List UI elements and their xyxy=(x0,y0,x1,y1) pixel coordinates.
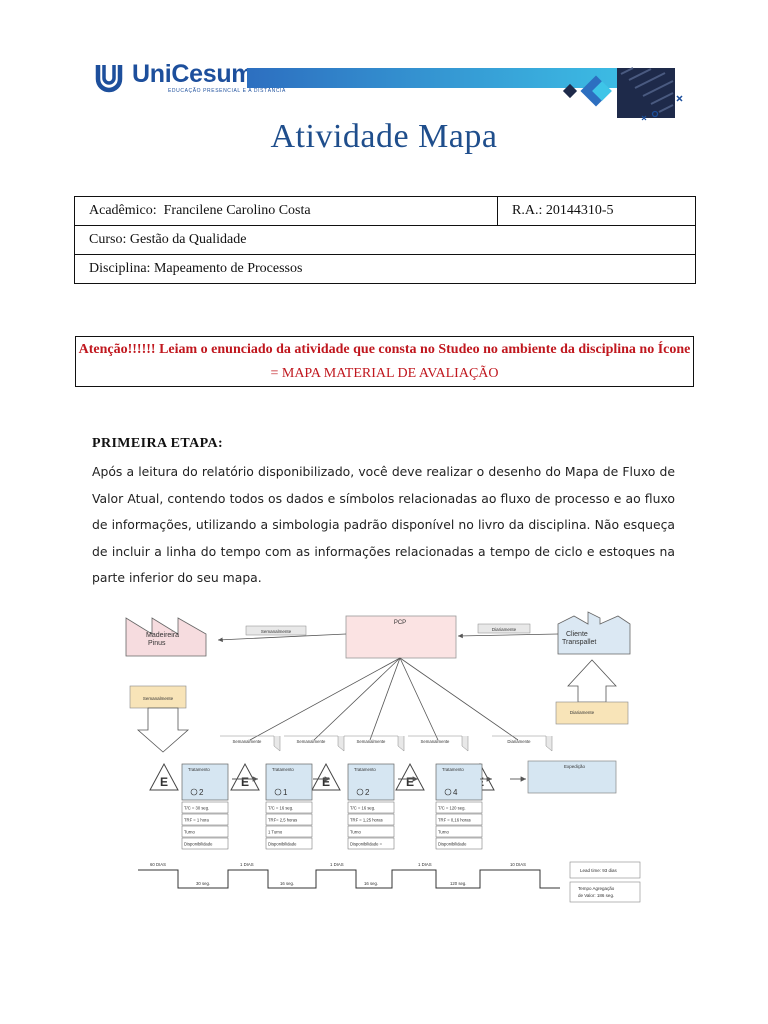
process-name: Tratamento xyxy=(442,767,464,772)
body-paragraph: Após a leitura do relatório disponibiliz… xyxy=(92,459,675,592)
operator-count: 2 xyxy=(365,788,370,797)
value-added-box xyxy=(570,882,640,902)
data-box-text: TRF = 1,25 horas xyxy=(350,818,383,823)
schedule-tag-label: Semanalmente xyxy=(357,739,387,744)
timeline-seconds: 16 seg. xyxy=(364,881,378,886)
academico-label: Acadêmico: xyxy=(89,203,157,218)
schedule-tags: Semanalmente Semanalmente Semanalmente Sema… xyxy=(220,736,552,751)
info-supplier-label: Semanalmente xyxy=(261,629,292,634)
data-box-text: Turno xyxy=(350,830,361,835)
data-box-text: Disponibilidade xyxy=(438,842,467,847)
data-box-text: Turno xyxy=(184,830,195,835)
value-added-label: Tempo Agregação xyxy=(578,886,615,891)
data-box-text: 1 Turno xyxy=(268,830,283,835)
shipping-label: Expedição xyxy=(564,764,586,769)
lead-time-label: Lead time: 93 dias xyxy=(580,868,618,873)
value-added-label-2: de Valor: 186 seg. xyxy=(578,893,614,898)
table-row: Acadêmico: Francilene Carolino Costa R.A… xyxy=(75,197,696,226)
operator-count: 1 xyxy=(283,788,288,797)
page-title: Atividade Mapa xyxy=(0,118,768,156)
attention-bold-text: Atenção!!!!!! Leiam o enunciado da ativi… xyxy=(79,342,691,357)
inventory-label: E xyxy=(322,775,330,789)
student-info-table: Acadêmico: Francilene Carolino Costa R.A… xyxy=(74,196,696,284)
timeline-days: 1 DIAS xyxy=(240,862,254,867)
schedule-tag-label: Semanalmente xyxy=(233,739,263,744)
attention-normal-text: = MAPA MATERIAL DE AVALIAÇÃO xyxy=(270,366,498,381)
table-row: Disciplina: Mapeamento de Processos xyxy=(75,255,696,284)
attention-notice: Atenção!!!!!! Leiam o enunciado da ativi… xyxy=(75,336,694,387)
supplier-label-2: Pinus xyxy=(148,640,166,647)
data-box-text: Disponibilidade xyxy=(268,842,297,847)
timeline-seconds: 16 seg. xyxy=(280,881,294,886)
curso-value: Gestão da Qualidade xyxy=(130,232,247,247)
process-name: Tratamento xyxy=(354,767,376,772)
data-box-text: T/C = 30 seg. xyxy=(184,806,209,811)
timeline-seconds: 30 seg. xyxy=(196,881,210,886)
academico-value: Francilene Carolino Costa xyxy=(164,203,311,218)
ra-cell: R.A.: 20144310-5 xyxy=(498,197,696,226)
section-title: PRIMEIRA ETAPA: xyxy=(92,436,223,452)
customer-factory-icon: Cliente Transpallet xyxy=(558,612,630,654)
supplier-label: Madeireira xyxy=(146,632,179,639)
ra-value: 20144310-5 xyxy=(546,203,614,218)
timeline-labels: 60 DIAS 1 DIAS 1 DIAS 1 DIAS 10 DIAS 30 seg. 1… xyxy=(150,862,526,886)
disciplina-label: Disciplina: xyxy=(89,261,150,276)
ra-label: R.A.: xyxy=(512,203,542,218)
schedule-tag-label: Semanalmente xyxy=(297,739,327,744)
academico-cell: Acadêmico: Francilene Carolino Costa xyxy=(75,197,498,226)
supplier-factory-icon: Madeireira Pinus xyxy=(126,618,206,656)
down-arrow-icon xyxy=(138,708,188,752)
data-box-text: TRF = 1 hora xyxy=(184,818,209,823)
value-stream-map: Madeireira Pinus Cliente Transpallet PCP… xyxy=(108,604,656,910)
data-box-text: T/C = 16 seg. xyxy=(268,806,293,811)
info-customer-label: Diariamente xyxy=(492,627,517,632)
customer-label: Cliente xyxy=(566,631,588,638)
disciplina-cell: Disciplina: Mapeamento de Processos xyxy=(75,255,696,284)
inventory-label: E xyxy=(241,775,249,789)
schedule-tag-label: Diariamente xyxy=(507,739,531,744)
truck-outbound-label: Diariamente xyxy=(570,710,595,715)
data-box-text: Disponibilidade = xyxy=(350,842,383,847)
data-box-text: Disponibilidade xyxy=(184,842,213,847)
operator-count: 2 xyxy=(199,788,204,797)
header: UniCesumar EDUCAÇÃO PRESENCIAL E A DISTÂ… xyxy=(92,58,688,122)
schedule-tag-label: Semanalmente xyxy=(421,739,451,744)
unicesumar-logo-icon xyxy=(92,60,126,94)
timeline-seconds: 120 seg. xyxy=(450,881,467,886)
timeline-days: 1 DIAS xyxy=(330,862,344,867)
timeline-days: 1 DIAS xyxy=(418,862,432,867)
timeline-days: 10 DIAS xyxy=(510,862,526,867)
inventory-label: E xyxy=(160,775,168,789)
up-arrow-icon xyxy=(568,660,616,702)
disciplina-value: Mapeamento de Processos xyxy=(154,261,303,276)
logo-tagline: EDUCAÇÃO PRESENCIAL E A DISTÂNCIA xyxy=(168,88,286,94)
data-box-text: T/C = 120 seg. xyxy=(438,806,466,811)
curso-cell: Curso: Gestão da Qualidade xyxy=(75,226,696,255)
process-name: Tratamento xyxy=(188,767,210,772)
operator-count: 4 xyxy=(453,788,458,797)
data-box-text: Turno xyxy=(438,830,449,835)
process-name: Tratamento xyxy=(272,767,294,772)
customer-label-2: Transpallet xyxy=(562,639,596,646)
curso-label: Curso: xyxy=(89,232,126,247)
truck-inbound-label: Semanalmente xyxy=(143,696,174,701)
table-row: Curso: Gestão da Qualidade xyxy=(75,226,696,255)
info-flow-arrow xyxy=(458,634,558,636)
timeline-days: 60 DIAS xyxy=(150,862,166,867)
header-decoration xyxy=(547,66,692,126)
data-box-text: T/C = 16 seg. xyxy=(350,806,375,811)
data-box-text: TRF = 0,16 horas xyxy=(438,818,471,823)
inventory-label: E xyxy=(406,775,414,789)
data-box-text: TRF= 2,5 horas xyxy=(268,818,297,823)
pcp-label: PCP xyxy=(394,620,406,626)
